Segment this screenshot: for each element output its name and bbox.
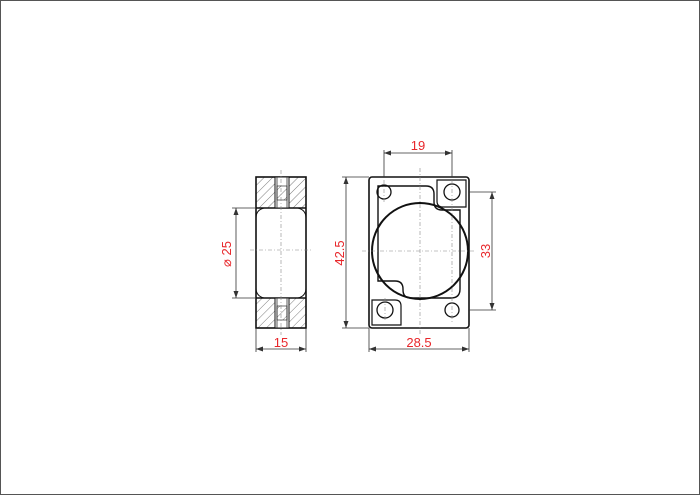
dim-label-height: 42.5	[332, 240, 347, 265]
front-outline	[368, 176, 470, 329]
side-section-view	[250, 170, 312, 335]
dim-label-hole-spacing-y: 33	[478, 244, 493, 258]
dim-side-width: 15	[255, 328, 307, 352]
dim-height: 42.5	[332, 176, 369, 329]
dim-bore-diameter: ⌀ 25	[219, 207, 256, 299]
front-pocket-bottom-left	[371, 299, 402, 326]
dim-hole-spacing-x: 19	[383, 138, 453, 177]
dim-label-hole-spacing-x: 19	[411, 138, 425, 153]
dim-hole-spacing-y: 33	[469, 191, 496, 311]
dim-label-front-width: 28.5	[406, 335, 431, 350]
dim-label-bore-diameter: ⌀ 25	[219, 241, 234, 267]
front-inner-contour	[377, 185, 461, 299]
dim-front-width: 28.5	[368, 328, 470, 352]
front-view	[362, 168, 476, 336]
dim-label-side-width: 15	[274, 335, 288, 350]
